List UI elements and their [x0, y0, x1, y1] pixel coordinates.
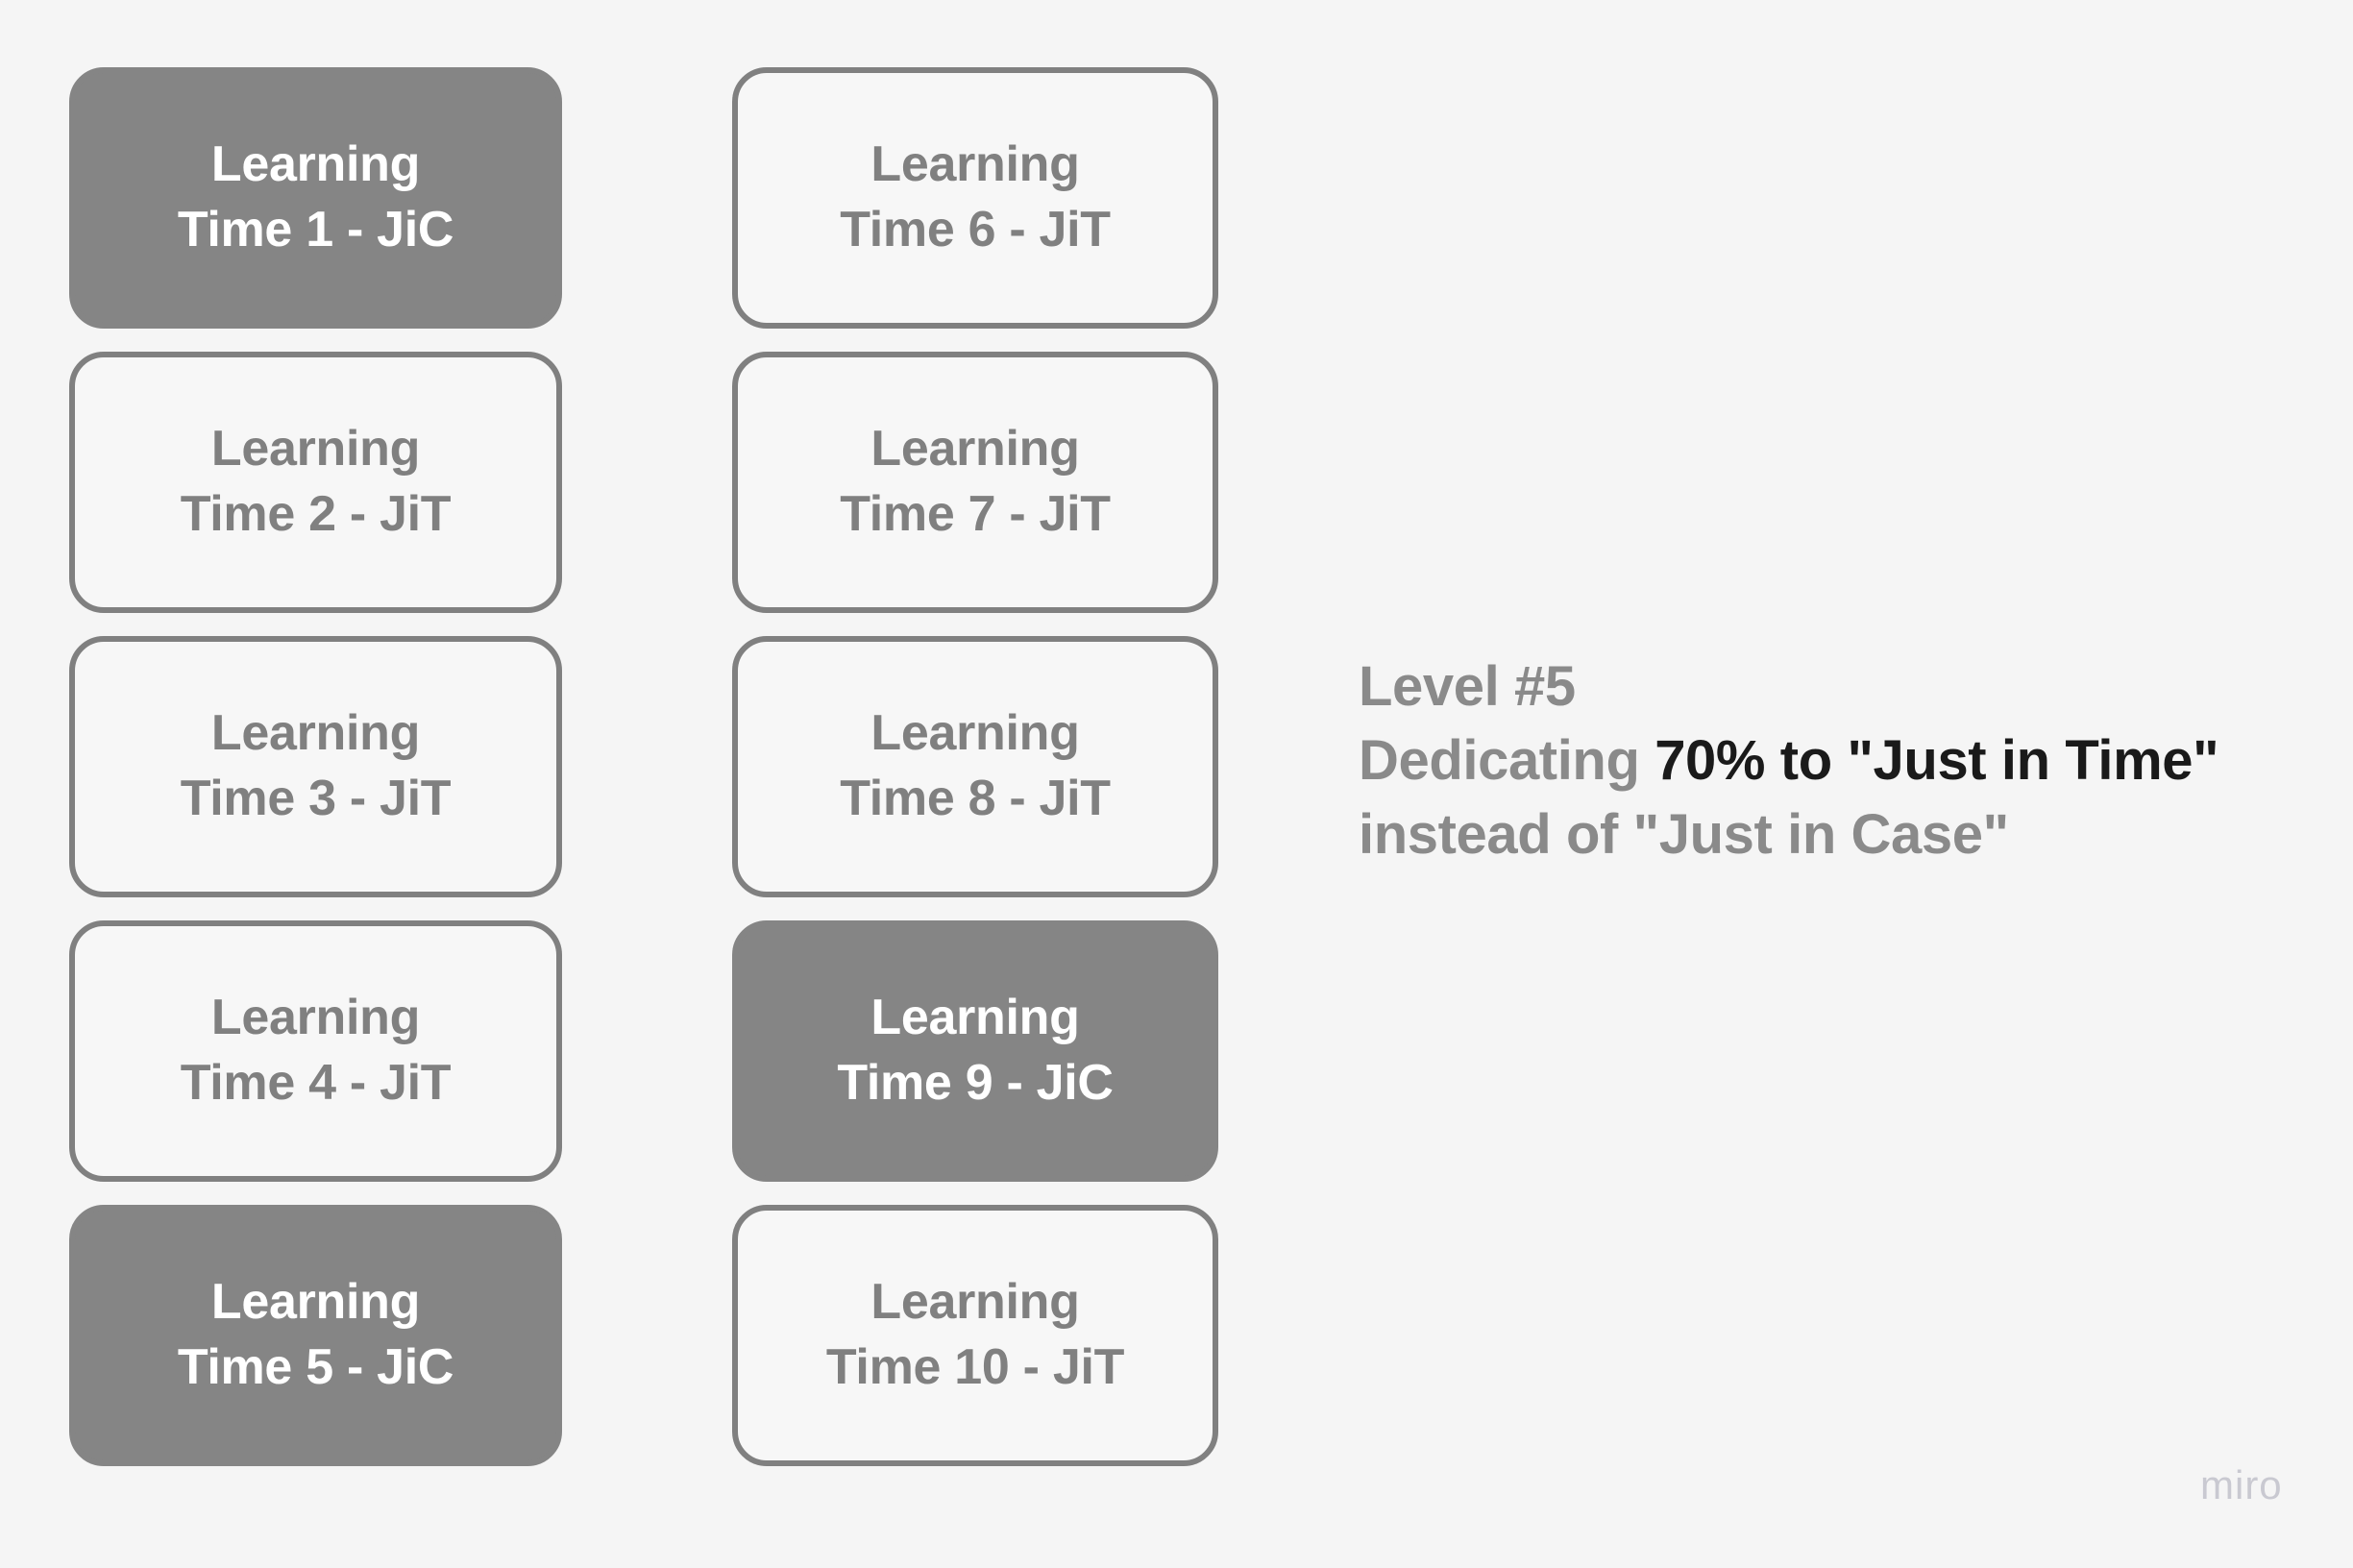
annotation-text-block: Level #5 Dedicating 70% to "Just in Time…	[1359, 649, 2319, 871]
card-line-2: Time 8 - JiT	[840, 771, 1111, 826]
card-line-2: Time 2 - JiT	[180, 486, 452, 542]
card-line-2: Time 1 - JiC	[177, 202, 454, 257]
card-line-2: Time 4 - JiT	[180, 1055, 452, 1111]
card-line-1: Learning	[870, 1274, 1080, 1331]
card-line-1: Learning	[210, 705, 421, 762]
card-line-1: Learning	[210, 1274, 421, 1331]
annotation-prefix: Dedicating	[1359, 729, 1655, 793]
card-line-1: Learning	[210, 421, 421, 478]
card-line-1: Learning	[210, 136, 421, 193]
annotation-emphasis: 70% to "Just in Time"	[1654, 729, 2219, 793]
annotation-line-level: Level #5	[1359, 655, 1576, 718]
card-line-1: Learning	[870, 136, 1080, 193]
miro-watermark: miro	[2200, 1462, 2283, 1507]
card-line-2: Time 6 - JiT	[840, 202, 1111, 257]
annotation-line-instead: instead of "Just in Case"	[1359, 803, 2009, 867]
card-line-1: Learning	[870, 421, 1080, 478]
card-line-2: Time 3 - JiT	[180, 771, 452, 826]
card-line-1: Learning	[870, 705, 1080, 762]
card-line-1: Learning	[870, 990, 1080, 1046]
card-line-1: Learning	[210, 990, 421, 1046]
card-line-2: Time 5 - JiC	[177, 1339, 454, 1395]
card-line-2: Time 9 - JiC	[837, 1055, 1114, 1111]
card-line-2: Time 10 - JiT	[825, 1339, 1125, 1395]
annotation-line-dedicating: Dedicating 70% to "Just in Time"	[1359, 723, 2319, 797]
card-line-2: Time 7 - JiT	[840, 486, 1111, 542]
